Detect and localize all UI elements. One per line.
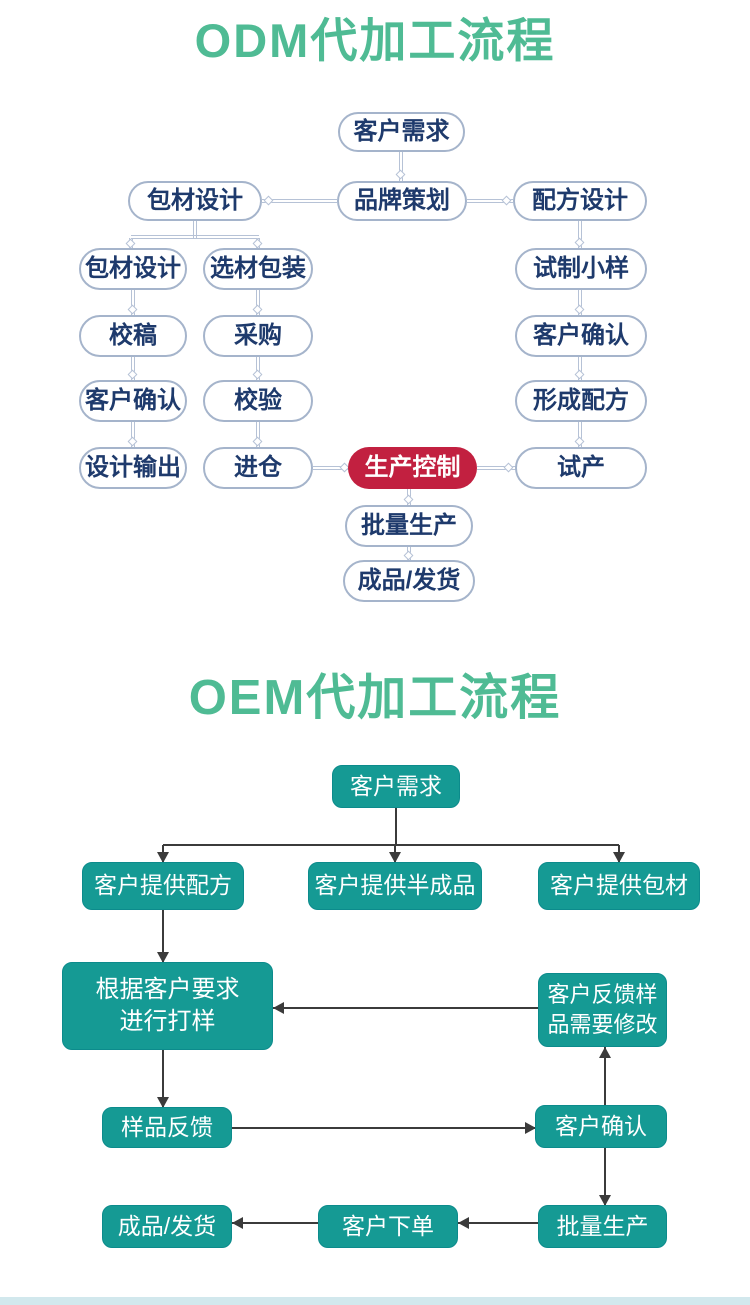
odm-node-verification: 校验 (203, 380, 313, 422)
connector-line (131, 357, 135, 381)
oem-node-customer-confirmation: 客户确认 (535, 1105, 667, 1148)
connector-line (162, 1050, 164, 1107)
connector-line (578, 422, 582, 448)
diamond-connector-icon (403, 494, 414, 505)
connector-line (131, 290, 135, 316)
connector-line (395, 808, 397, 846)
connector-line (256, 422, 260, 448)
connector-line (467, 199, 513, 203)
diamond-connector-icon (574, 237, 585, 248)
connector-line (477, 466, 516, 470)
connector-line (604, 1047, 606, 1105)
odm-node-trial-production: 试产 (515, 447, 647, 489)
arrowhead-icon (599, 1195, 611, 1206)
odm-node-proofreading: 校稿 (79, 315, 187, 357)
arrowhead-icon (157, 852, 169, 863)
oem-node-sample-feedback: 样品反馈 (102, 1107, 232, 1148)
arrowhead-icon (157, 1097, 169, 1108)
arrowhead-icon (157, 952, 169, 963)
odm-node-purchasing: 采购 (203, 315, 313, 357)
connector-line (273, 1007, 538, 1009)
odm-node-design-output: 设计输出 (79, 447, 187, 489)
oem-node-provide-semifinished: 客户提供半成品 (308, 862, 482, 910)
connector-line (458, 1222, 538, 1224)
oem-node-feedback-needs-revision: 客户反馈样 品需要修改 (538, 973, 667, 1047)
oem-node-provide-formula: 客户提供配方 (82, 862, 244, 910)
connector-line (162, 910, 164, 962)
diamond-connector-icon (127, 304, 138, 315)
arrowhead-icon (599, 1047, 611, 1058)
odm-node-formula-design: 配方设计 (513, 181, 647, 221)
diamond-connector-icon (125, 238, 136, 249)
diamond-connector-icon (252, 304, 263, 315)
odm-node-mass-production: 批量生产 (345, 505, 473, 547)
connector-line (578, 290, 582, 316)
odm-title: ODM代加工流程 (194, 14, 556, 67)
connector-line (232, 1222, 318, 1224)
diamond-connector-icon (501, 195, 512, 206)
connector-line (604, 1148, 606, 1205)
odm-node-production-control: 生产控制 (348, 447, 477, 489)
diamond-connector-icon (503, 462, 514, 473)
odm-node-customer-confirm-left: 客户确认 (79, 380, 187, 422)
arrowhead-icon (389, 852, 401, 863)
diamond-connector-icon (574, 369, 585, 380)
oem-node-customer-demand: 客户需求 (332, 765, 460, 808)
connector-line (131, 422, 135, 448)
connector-line (578, 357, 582, 381)
odm-node-customer-confirm-right: 客户确认 (515, 315, 647, 357)
diamond-connector-icon (252, 238, 263, 249)
oem-title: OEM代加工流程 (188, 671, 562, 725)
connector-line (256, 290, 260, 316)
oem-node-sampling-per-requirements: 根据客户要求 进行打样 (62, 962, 273, 1050)
connector-line (262, 199, 337, 203)
bottom-strip (0, 1297, 750, 1305)
connector-line (399, 152, 403, 182)
connector-line (232, 1127, 535, 1129)
arrowhead-icon (525, 1122, 536, 1134)
odm-node-package-design-sub: 包材设计 (79, 248, 187, 290)
odm-node-brand-planning: 品牌策划 (337, 181, 467, 221)
odm-node-warehousing: 进仓 (203, 447, 313, 489)
odm-node-trial-sample: 试制小样 (515, 248, 647, 290)
arrowhead-icon (232, 1217, 243, 1229)
oem-node-provide-packaging: 客户提供包材 (538, 862, 700, 910)
connector-line (193, 221, 197, 239)
diamond-connector-icon (403, 550, 414, 561)
diamond-connector-icon (574, 436, 585, 447)
connector-line (131, 235, 259, 239)
oem-node-mass-production: 批量生产 (538, 1205, 667, 1248)
diamond-connector-icon (252, 369, 263, 380)
arrowhead-icon (458, 1217, 469, 1229)
arrowhead-icon (613, 852, 625, 863)
connector-line (256, 357, 260, 381)
diamond-connector-icon (127, 369, 138, 380)
odm-node-finished-delivery: 成品/发货 (343, 560, 475, 602)
diamond-connector-icon (574, 304, 585, 315)
diamond-connector-icon (127, 436, 138, 447)
diamond-connector-icon (395, 169, 406, 180)
connector-line (163, 844, 619, 846)
diamond-connector-icon (263, 195, 274, 206)
connector-line (313, 466, 349, 470)
oem-node-finished-delivery: 成品/发货 (102, 1205, 232, 1248)
odm-node-package-design-main: 包材设计 (128, 181, 262, 221)
oem-node-customer-order: 客户下单 (318, 1205, 458, 1248)
arrowhead-icon (273, 1002, 284, 1014)
diamond-connector-icon (252, 436, 263, 447)
odm-node-customer-demand: 客户需求 (338, 112, 465, 152)
odm-node-material-selection: 选材包装 (203, 248, 313, 290)
odm-node-formula-formed: 形成配方 (515, 380, 647, 422)
connector-line (578, 221, 582, 249)
